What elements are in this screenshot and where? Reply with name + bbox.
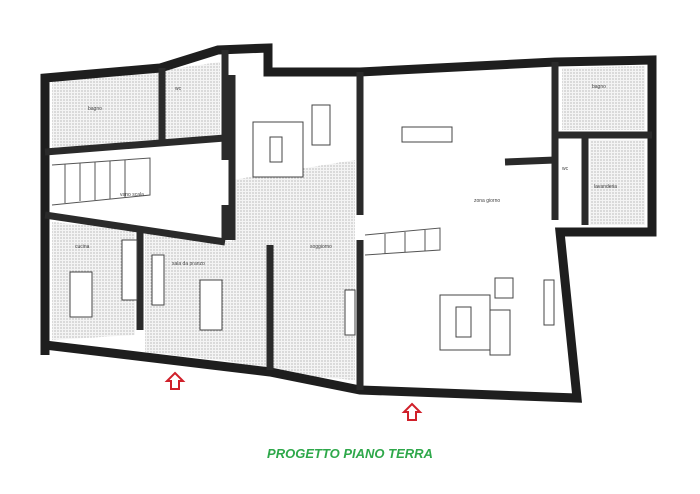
room-label-sala-pranzo: sala da pranzo (172, 261, 205, 267)
plan-caption: PROGETTO PIANO TERRA (267, 446, 433, 461)
room-label-wc: wc (175, 86, 182, 92)
entrance-arrow-icon (164, 371, 186, 390)
interior-walls (44, 50, 652, 390)
room-label-bagno-2: bagno (592, 84, 606, 90)
room-label-zona-giorno: zona giorno (474, 198, 500, 204)
staircase (51, 157, 441, 256)
room-label-vano-scala: vano scala (120, 192, 144, 198)
room-label-wc-2: wc (562, 166, 569, 172)
room-label-bagno: bagno (88, 106, 102, 112)
entrance-arrow-icon (401, 402, 423, 421)
room-labels: bagno wc vano scala cucina sala da pranz… (75, 84, 617, 267)
furniture (69, 104, 555, 356)
room-label-soggiorno: soggiorno (310, 244, 332, 250)
room-label-lavanderia: lavanderia (594, 184, 617, 190)
room-label-cucina: cucina (75, 244, 90, 250)
